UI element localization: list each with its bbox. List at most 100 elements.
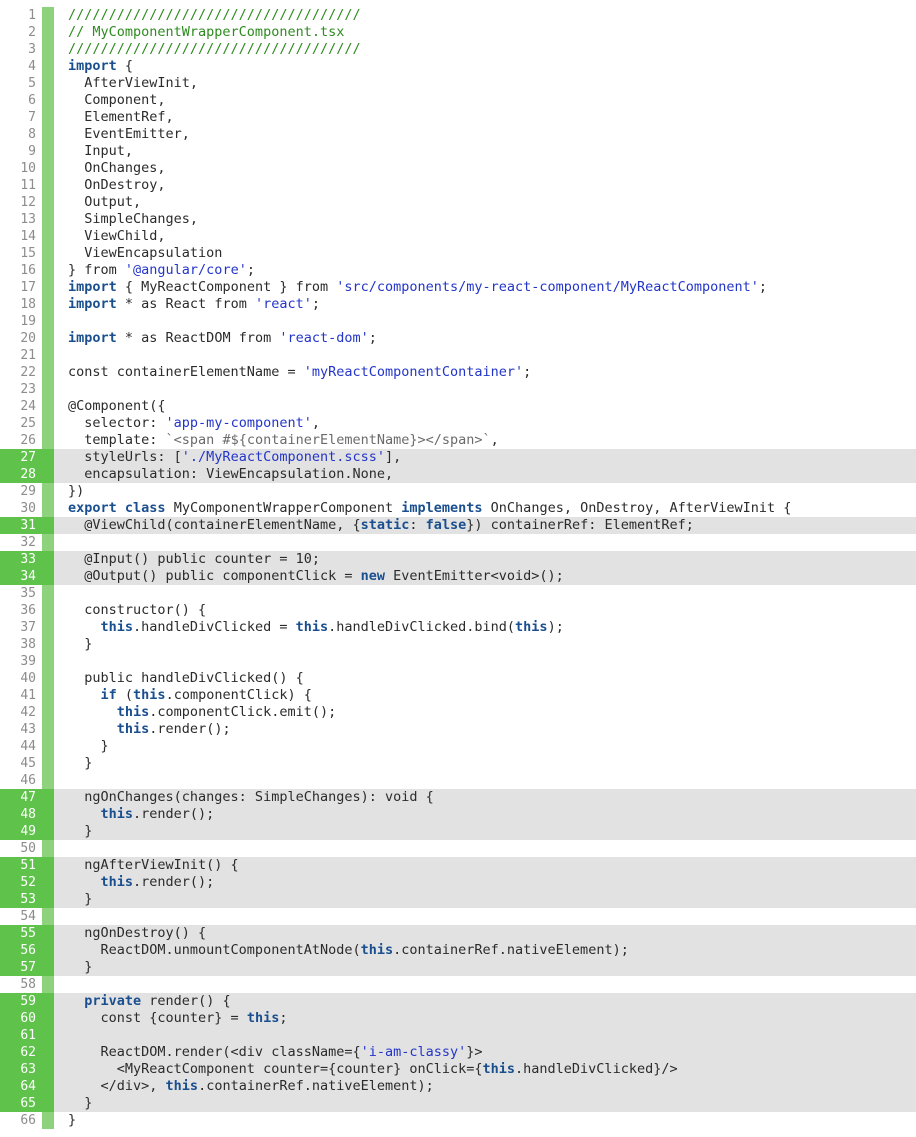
code-token: .render(); bbox=[149, 721, 231, 737]
code-line[interactable]: 15 ViewEncapsulation bbox=[0, 245, 916, 262]
change-marker bbox=[42, 194, 54, 211]
code-line[interactable]: 27 styleUrls: ['./MyReactComponent.scss'… bbox=[0, 449, 916, 466]
code-token: this bbox=[100, 619, 134, 635]
change-marker bbox=[42, 245, 54, 262]
change-marker bbox=[42, 602, 54, 619]
change-marker bbox=[42, 24, 54, 41]
code-token: //////////////////////////////////// bbox=[68, 41, 361, 57]
code-token: ; bbox=[758, 279, 768, 295]
code-line[interactable]: 48 this.render(); bbox=[0, 806, 916, 823]
line-number: 11 bbox=[0, 177, 42, 194]
code-line[interactable]: 36 constructor() { bbox=[0, 602, 916, 619]
code-line[interactable]: 64 </div>, this.containerRef.nativeEleme… bbox=[0, 1078, 916, 1095]
code-line[interactable]: 47 ngOnChanges(changes: SimpleChanges): … bbox=[0, 789, 916, 806]
code-line[interactable]: 28 encapsulation: ViewEncapsulation.None… bbox=[0, 466, 916, 483]
code-line[interactable]: 59 private render() { bbox=[0, 993, 916, 1010]
line-number: 66 bbox=[0, 1112, 42, 1129]
change-marker bbox=[42, 636, 54, 653]
code-line[interactable]: 9 Input, bbox=[0, 143, 916, 160]
code-line[interactable]: 26 template: `<span #${containerElementN… bbox=[0, 432, 916, 449]
line-number: 3 bbox=[0, 41, 42, 58]
code-line[interactable]: 42 this.componentClick.emit(); bbox=[0, 704, 916, 721]
code-line[interactable]: 37 this.handleDivClicked = this.handleDi… bbox=[0, 619, 916, 636]
code-line[interactable]: 54 bbox=[0, 908, 916, 925]
code-line[interactable]: 55 ngOnDestroy() { bbox=[0, 925, 916, 942]
code-line[interactable]: 45 } bbox=[0, 755, 916, 772]
code-line[interactable]: 43 this.render(); bbox=[0, 721, 916, 738]
code-line[interactable]: 21 bbox=[0, 347, 916, 364]
line-number: 24 bbox=[0, 398, 42, 415]
code-token: { MyReactComponent } from bbox=[116, 279, 337, 295]
code-line[interactable]: 31 @ViewChild(containerElementName, {sta… bbox=[0, 517, 916, 534]
change-marker bbox=[42, 1010, 54, 1027]
line-number: 6 bbox=[0, 92, 42, 109]
code-line[interactable]: 39 bbox=[0, 653, 916, 670]
code-line[interactable]: 41 if (this.componentClick) { bbox=[0, 687, 916, 704]
code-line[interactable]: 65 } bbox=[0, 1095, 916, 1112]
code-line[interactable]: 35 bbox=[0, 585, 916, 602]
code-line[interactable]: 52 this.render(); bbox=[0, 874, 916, 891]
code-line[interactable]: 56 ReactDOM.unmountComponentAtNode(this.… bbox=[0, 942, 916, 959]
code-line[interactable]: 25 selector: 'app-my-component', bbox=[0, 415, 916, 432]
code-line[interactable]: 7 ElementRef, bbox=[0, 109, 916, 126]
code-line[interactable]: 51 ngAfterViewInit() { bbox=[0, 857, 916, 874]
code-line[interactable]: 13 SimpleChanges, bbox=[0, 211, 916, 228]
code-line[interactable]: 40 public handleDivClicked() { bbox=[0, 670, 916, 687]
code-line[interactable]: 6 Component, bbox=[0, 92, 916, 109]
code-line[interactable]: 66} bbox=[0, 1112, 916, 1129]
code-token: OnDestroy, bbox=[68, 177, 166, 193]
code-line[interactable]: 44 } bbox=[0, 738, 916, 755]
line-number: 1 bbox=[0, 7, 42, 24]
change-marker bbox=[42, 517, 54, 534]
code-line[interactable]: 16} from '@angular/core'; bbox=[0, 262, 916, 279]
code-line[interactable]: 32 bbox=[0, 534, 916, 551]
code-token: selector: bbox=[68, 415, 166, 431]
code-line[interactable]: 2// MyComponentWrapperComponent.tsx bbox=[0, 24, 916, 41]
code-line[interactable]: 23 bbox=[0, 381, 916, 398]
code-token: .containerRef.nativeElement); bbox=[393, 942, 629, 958]
code-line[interactable]: 10 OnChanges, bbox=[0, 160, 916, 177]
code-line[interactable]: 14 ViewChild, bbox=[0, 228, 916, 245]
line-number: 65 bbox=[0, 1095, 42, 1112]
code-line[interactable]: 46 bbox=[0, 772, 916, 789]
code-line[interactable]: 24@Component({ bbox=[0, 398, 916, 415]
code-line[interactable]: 5 AfterViewInit, bbox=[0, 75, 916, 92]
code-text: import * as React from 'react'; bbox=[68, 296, 916, 313]
code-token: render() { bbox=[141, 993, 231, 1009]
code-line[interactable]: 8 EventEmitter, bbox=[0, 126, 916, 143]
code-line[interactable]: 1 //////////////////////////////////// bbox=[0, 7, 916, 24]
code-token: .handleDivClicked.bind( bbox=[328, 619, 516, 635]
line-number: 61 bbox=[0, 1027, 42, 1044]
code-line[interactable]: 3 //////////////////////////////////// bbox=[0, 41, 916, 58]
code-text: const {counter} = this; bbox=[68, 1010, 916, 1027]
code-line[interactable]: 62 ReactDOM.render(<div className={'i-am… bbox=[0, 1044, 916, 1061]
code-text: import { MyReactComponent } from 'src/co… bbox=[68, 279, 916, 296]
code-line[interactable]: 63 <MyReactComponent counter={counter} o… bbox=[0, 1061, 916, 1078]
code-line[interactable]: 12 Output, bbox=[0, 194, 916, 211]
code-line[interactable]: 53 } bbox=[0, 891, 916, 908]
code-line[interactable]: 58 bbox=[0, 976, 916, 993]
code-line[interactable]: 29}) bbox=[0, 483, 916, 500]
code-line[interactable]: 11 OnDestroy, bbox=[0, 177, 916, 194]
code-token: import bbox=[68, 296, 117, 312]
code-line[interactable]: 61 bbox=[0, 1027, 916, 1044]
code-line[interactable]: 60 const {counter} = this; bbox=[0, 1010, 916, 1027]
code-line[interactable]: 34 @Output() public componentClick = new… bbox=[0, 568, 916, 585]
code-line[interactable]: 19 bbox=[0, 313, 916, 330]
code-token: encapsulation: ViewEncapsulation.None, bbox=[68, 466, 394, 482]
code-line[interactable]: 57 } bbox=[0, 959, 916, 976]
line-number: 30 bbox=[0, 500, 42, 517]
code-line[interactable]: 50 bbox=[0, 840, 916, 857]
code-line[interactable]: 49 } bbox=[0, 823, 916, 840]
code-line[interactable]: 33 @Input() public counter = 10; bbox=[0, 551, 916, 568]
code-text: //////////////////////////////////// bbox=[68, 7, 916, 24]
code-line[interactable]: 38 } bbox=[0, 636, 916, 653]
code-token: this bbox=[100, 806, 134, 822]
change-marker bbox=[42, 126, 54, 143]
